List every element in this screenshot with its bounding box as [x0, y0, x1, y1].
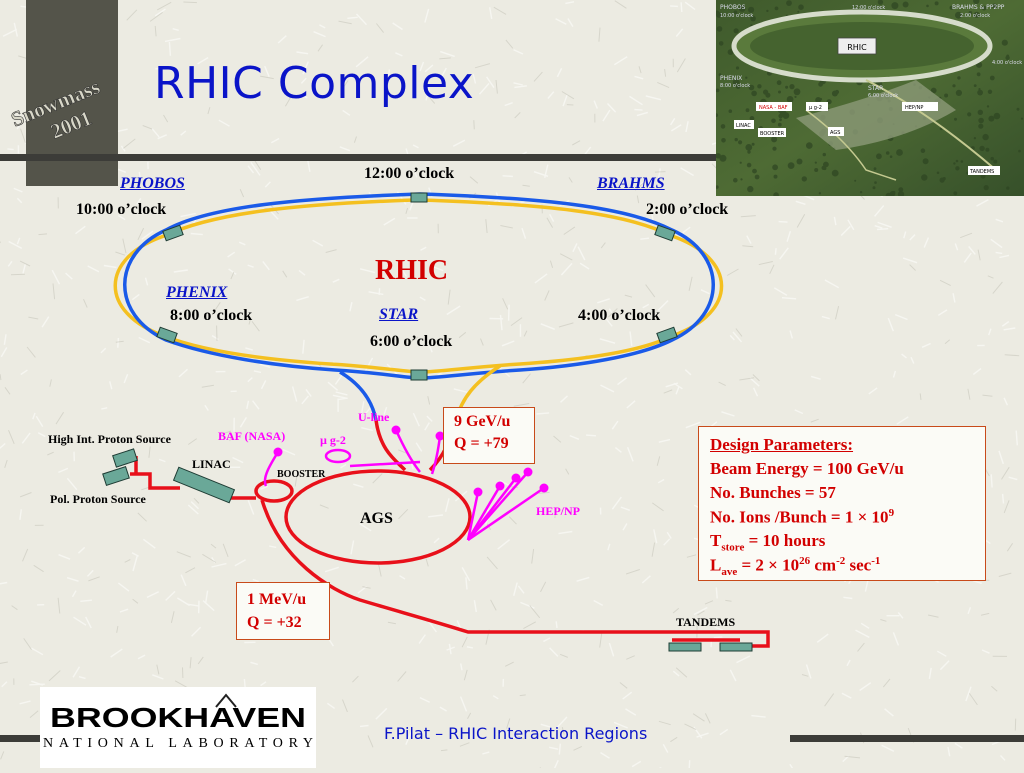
clock-10: 10:00 o’clock — [76, 202, 166, 218]
param-lave: Lave = 2 × 1026 cm-2 sec-1 — [710, 556, 880, 578]
uline-2 — [432, 436, 440, 474]
logo-art: BROOKHAVEN NATIONAL LABORATORY — [40, 687, 316, 768]
uline-end-1 — [392, 426, 401, 435]
ags-extraction-line1: 9 GeV/u — [454, 414, 510, 430]
param-bunches: No. Bunches = 57 — [710, 484, 836, 501]
ags-extraction-line2: Q = +79 — [454, 436, 509, 452]
experiment-brahms: BRAHMS — [597, 176, 665, 192]
baf-label: BAF (NASA) — [218, 430, 285, 442]
g2-label: µ g-2 — [320, 434, 346, 446]
tandem-output-box: 1 MeV/u Q = +32 — [236, 582, 330, 640]
tandems-label: TANDEMS — [676, 616, 735, 628]
tandem-block-1 — [669, 643, 701, 651]
clock-8: 8:00 o’clock — [170, 308, 252, 324]
pol-source-block — [103, 467, 130, 486]
param-lave-exp3: -1 — [871, 555, 880, 567]
param-lave-mid: = 2 × 10 — [737, 556, 799, 575]
booster-ring — [256, 481, 292, 501]
experiment-star: STAR — [379, 307, 418, 323]
param-ions-exp: 9 — [889, 507, 895, 519]
linac-label: LINAC — [192, 458, 231, 470]
param-lave-l: L — [710, 556, 721, 575]
hep-end-3 — [512, 474, 521, 483]
tandem-output-line2: Q = +32 — [247, 615, 302, 631]
magnet-6 — [411, 370, 427, 380]
tandem-block-2 — [720, 643, 752, 651]
g2-line — [350, 462, 420, 466]
param-lave-exp1: 26 — [799, 555, 810, 567]
magnet-2 — [655, 225, 675, 241]
hep-end-5 — [540, 484, 549, 493]
footer-text: F.Pilat – RHIC Interaction Regions — [384, 726, 647, 742]
g2-ring — [326, 450, 350, 462]
param-ions-text: No. Ions /Bunch = 1 × 10 — [710, 508, 889, 527]
logo-line2: NATIONAL LABORATORY — [43, 736, 313, 751]
pol-source-label: Pol. Proton Source — [50, 493, 146, 505]
hep-end-2 — [496, 482, 505, 491]
param-tstore-sub: store — [721, 541, 744, 553]
experiment-phenix: PHENIX — [166, 285, 227, 301]
magnet-8 — [157, 327, 177, 343]
experiment-phobos: PHOBOS — [120, 176, 185, 192]
param-tstore-rest: = 10 hours — [744, 531, 825, 550]
clock-4: 4:00 o’clock — [578, 308, 660, 324]
high-int-source-label: High Int. Proton Source — [48, 433, 171, 445]
param-lave-sub: ave — [721, 566, 737, 578]
param-tstore: Tstore = 10 hours — [710, 532, 825, 553]
param-lave-exp2: -2 — [836, 555, 845, 567]
magnet-12 — [411, 193, 427, 202]
high-int-source-block — [113, 449, 138, 467]
param-tstore-t: T — [710, 531, 721, 550]
param-ions: No. Ions /Bunch = 1 × 109 — [710, 508, 894, 526]
magnet-10 — [163, 225, 183, 241]
clock-2: 2:00 o’clock — [646, 202, 728, 218]
uline-label: U-line — [358, 411, 389, 423]
design-parameters-heading: Design Parameters: — [710, 436, 853, 453]
booster-label: BOOSTER — [277, 470, 325, 480]
hep-np-label: HEP/NP — [536, 505, 580, 517]
clock-6: 6:00 o’clock — [370, 334, 452, 350]
clock-12: 12:00 o’clock — [364, 166, 454, 182]
ring-name: RHIC — [375, 257, 448, 285]
hep-end-1 — [474, 488, 483, 497]
design-parameters-box: Design Parameters: Beam Energy = 100 GeV… — [698, 426, 986, 581]
ags-label: AGS — [360, 511, 393, 527]
logo-line1: BROOKHAVEN — [50, 702, 306, 733]
linac-block — [174, 467, 235, 502]
param-energy: Beam Energy = 100 GeV/u — [710, 460, 904, 477]
baf-end — [274, 448, 283, 457]
ags-extraction-box: 9 GeV/u Q = +79 — [443, 407, 535, 464]
brookhaven-logo: BROOKHAVEN NATIONAL LABORATORY — [40, 687, 316, 768]
tandem-output-line1: 1 MeV/u — [247, 592, 306, 608]
param-lave-sec: sec — [845, 556, 871, 575]
param-lave-unit: cm — [810, 556, 836, 575]
hep-end-4 — [524, 468, 533, 477]
